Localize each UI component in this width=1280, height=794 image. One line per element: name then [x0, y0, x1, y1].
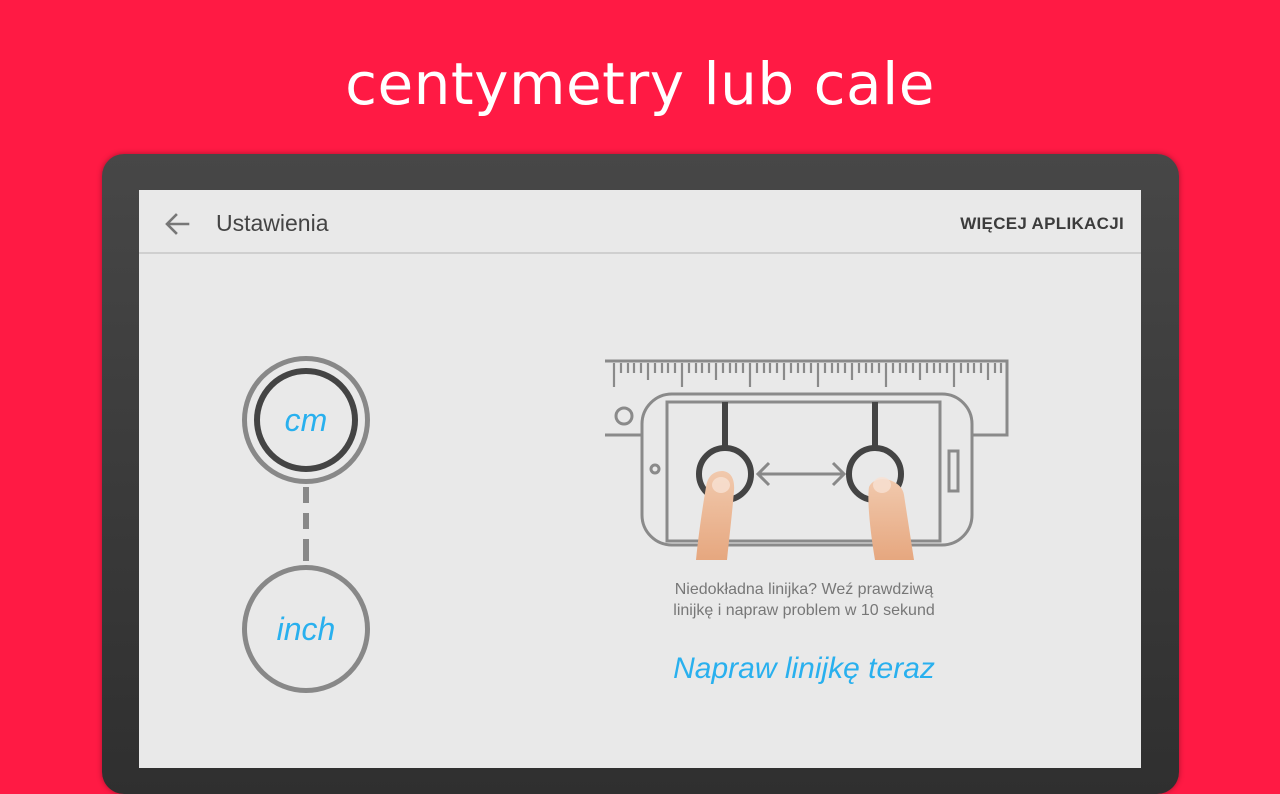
- more-apps-button[interactable]: WIĘCEJ APLIKACJI: [960, 214, 1124, 233]
- connector-dash: [303, 539, 309, 561]
- back-button[interactable]: [159, 206, 195, 242]
- ruler-icon: [605, 359, 1009, 437]
- toolbar: Ustawienia WIĘCEJ APLIKACJI: [139, 190, 1141, 254]
- ruler-ticks: [612, 363, 1003, 387]
- finger-icons: [696, 471, 914, 560]
- selected-ring: cm: [254, 368, 358, 472]
- connector-dash: [303, 487, 309, 503]
- connector-dash: [303, 513, 309, 529]
- phone-icon: [640, 392, 974, 547]
- description-line-2: linijkę i napraw problem w 10 sekund: [673, 602, 935, 619]
- unit-label-inch: inch: [276, 610, 336, 647]
- arrow-left-icon: [165, 213, 190, 235]
- fix-ruler-button[interactable]: Napraw linijkę teraz: [673, 652, 935, 685]
- calibration-description: Niedokładna linijka? Weź prawdziwą linij…: [619, 579, 989, 621]
- unit-label-cm: cm: [284, 401, 328, 438]
- app-screen: Ustawienia WIĘCEJ APLIKACJI cm inch: [139, 190, 1141, 768]
- page-title: Ustawienia: [216, 210, 329, 236]
- unit-option-cm[interactable]: cm: [242, 356, 370, 484]
- headline: centymetry lub cale: [345, 50, 935, 118]
- ruler-phone-illustration: [605, 359, 1009, 560]
- double-arrow-icon: [755, 461, 847, 487]
- unit-option-inch[interactable]: inch: [242, 565, 370, 693]
- description-line-1: Niedokładna linijka? Weź prawdziwą: [674, 581, 934, 598]
